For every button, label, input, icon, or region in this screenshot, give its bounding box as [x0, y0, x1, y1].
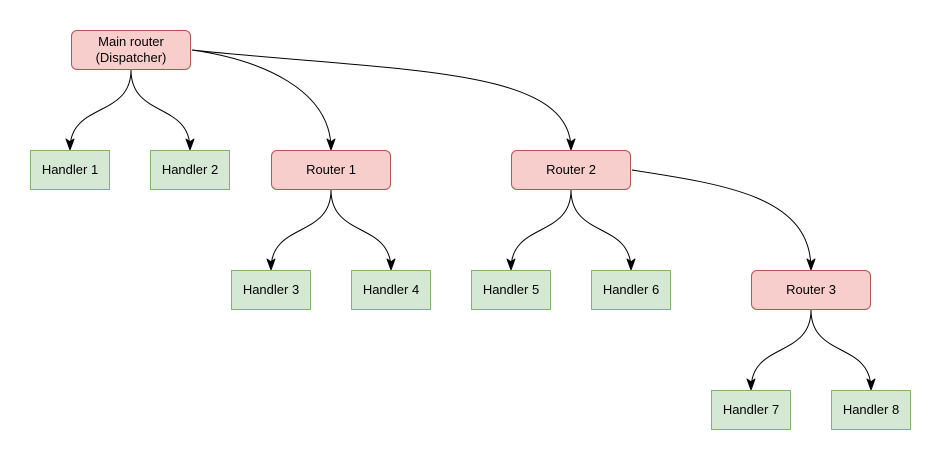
edge-main-to-router2: [191, 49, 576, 151]
edge-router2-to-handler5: [506, 189, 572, 271]
edge-router1-to-handler3: [266, 189, 332, 271]
edge-router3-to-handler8: [810, 309, 876, 391]
edge-router1-to-handler4: [330, 189, 396, 271]
node-handler-5: Handler 5: [471, 270, 551, 310]
node-router-2: Router 2: [511, 150, 631, 190]
edge-router2-to-router3: [631, 169, 816, 271]
edge-router2-to-handler6: [570, 189, 636, 271]
node-router-1: Router 1: [271, 150, 391, 190]
node-main-router: Main router (Dispatcher): [71, 30, 191, 70]
node-handler-7: Handler 7: [711, 390, 791, 430]
edge-main-to-handler1: [65, 69, 132, 151]
edge-main-to-handler2: [130, 69, 195, 151]
node-handler-4: Handler 4: [351, 270, 431, 310]
edge-router3-to-handler7: [746, 309, 812, 391]
node-handler-1: Handler 1: [30, 150, 110, 190]
node-handler-3: Handler 3: [231, 270, 311, 310]
node-router-3: Router 3: [751, 270, 871, 310]
edge-main-to-router1: [191, 49, 336, 151]
node-handler-2: Handler 2: [150, 150, 230, 190]
node-handler-6: Handler 6: [591, 270, 671, 310]
node-handler-8: Handler 8: [831, 390, 911, 430]
